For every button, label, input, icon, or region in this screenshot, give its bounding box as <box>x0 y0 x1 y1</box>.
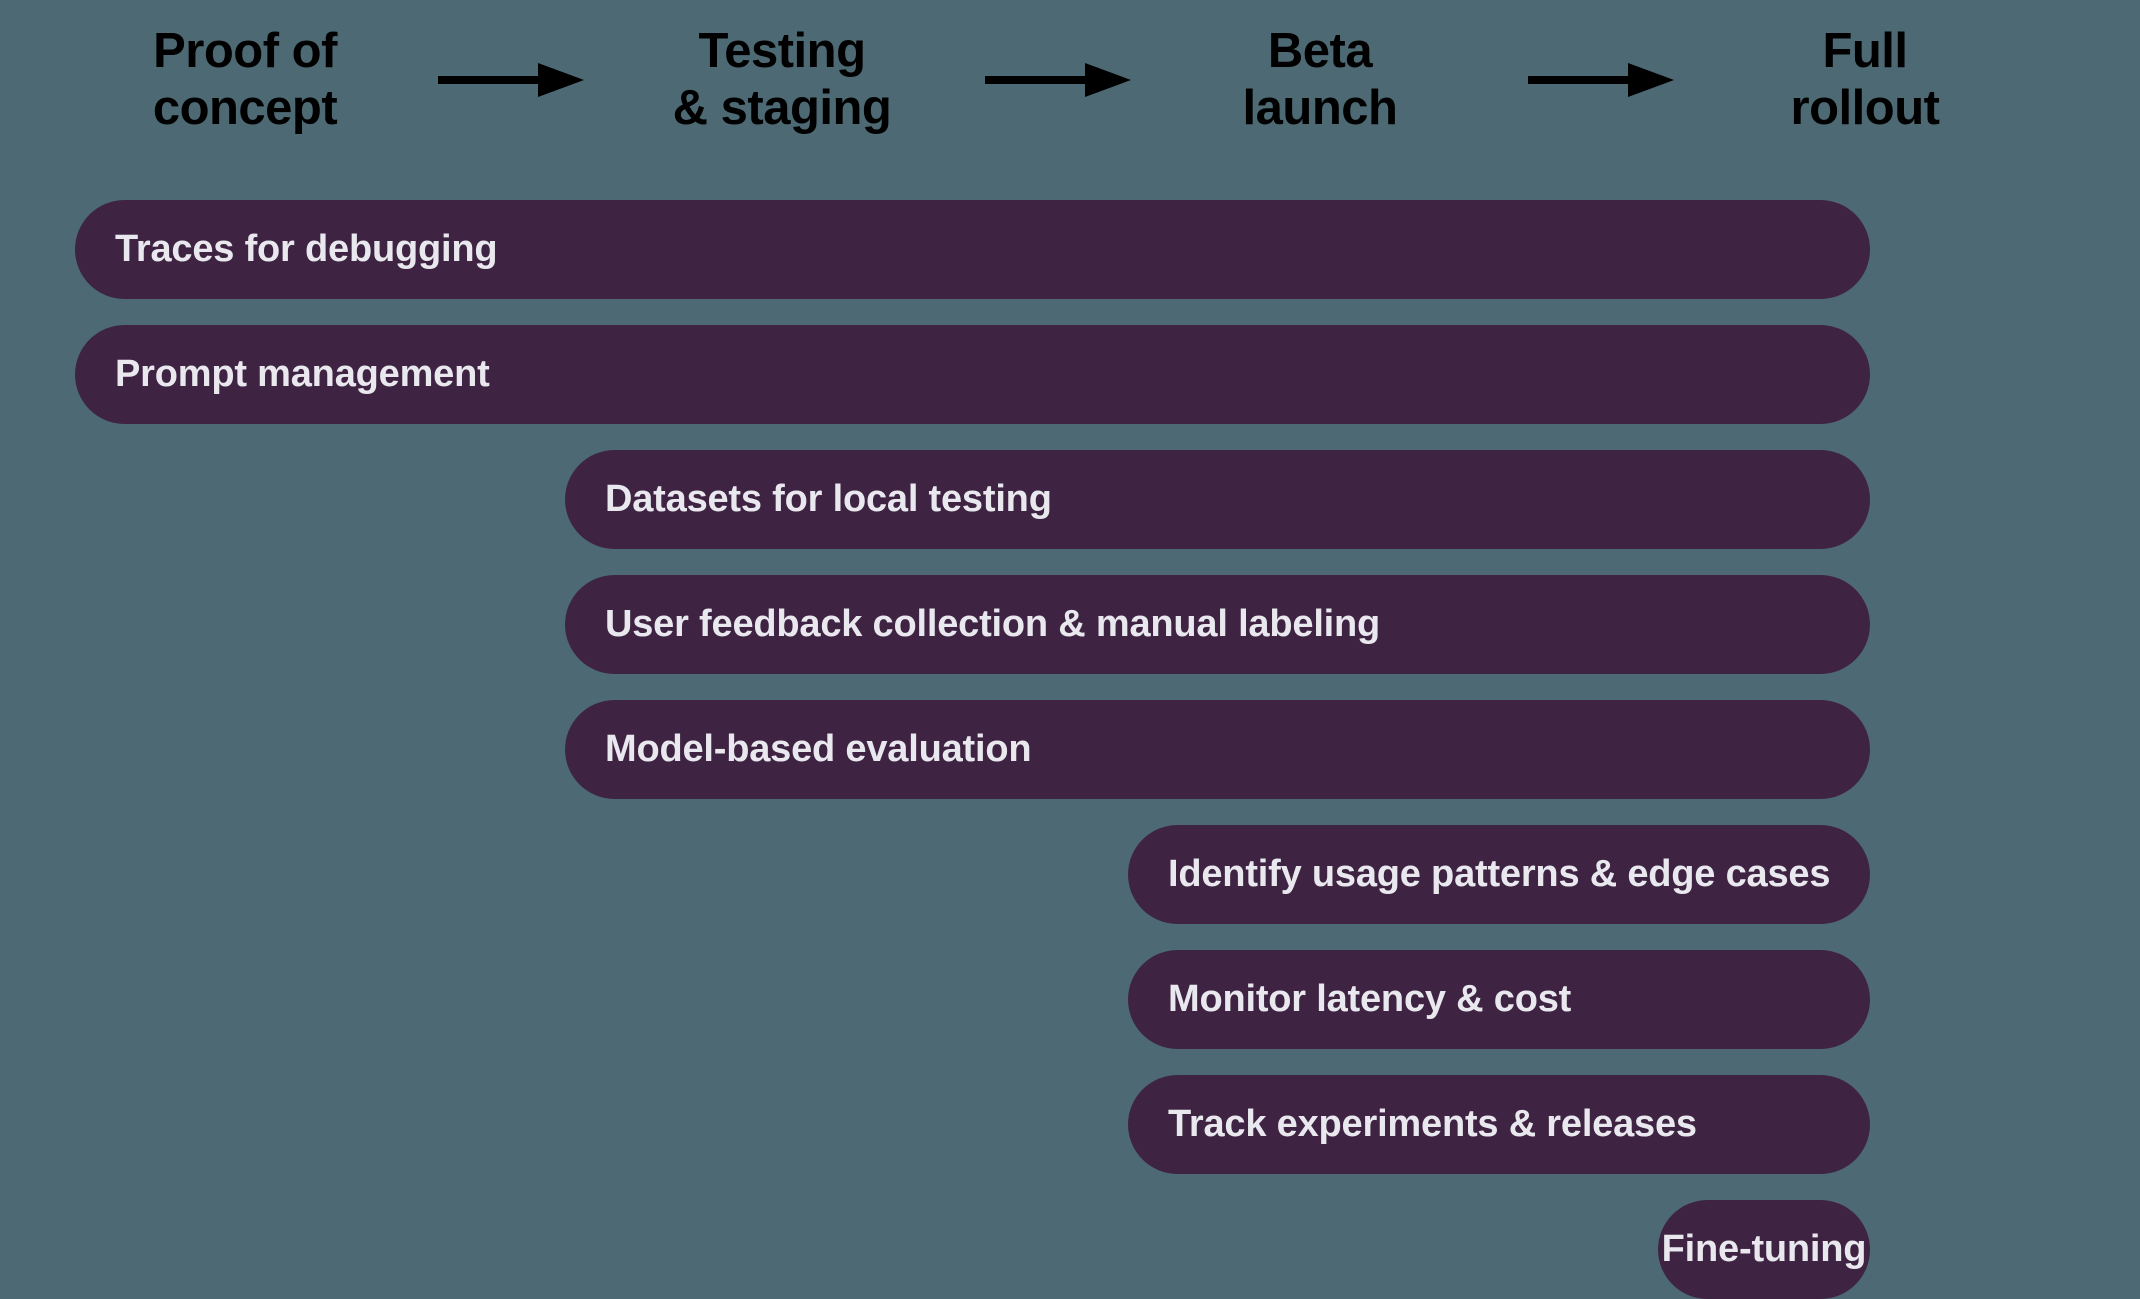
arrow-right-icon <box>438 63 584 97</box>
capability-bar-label: User feedback collection & manual labeli… <box>605 603 1381 645</box>
capability-bar[interactable]: Fine-tuning <box>1658 1200 1870 1299</box>
capability-bar[interactable]: Datasets for local testing <box>565 450 1870 549</box>
phase-label-proof-of-concept: Proof of concept <box>152 24 338 135</box>
capability-bar-label: Prompt management <box>115 353 490 395</box>
phase-header-row: Proof of concept Testing & staging Beta … <box>0 14 2140 146</box>
capability-bar[interactable]: Identify usage patterns & edge cases <box>1128 825 1870 924</box>
phase-label-testing-and-staging: Testing & staging <box>672 24 892 135</box>
capability-bar[interactable]: Prompt management <box>75 325 1870 424</box>
capability-bar-label: Identify usage patterns & edge cases <box>1168 853 1831 895</box>
capability-bar[interactable]: Traces for debugging <box>75 200 1870 299</box>
capability-bar-label: Model-based evaluation <box>605 728 1032 770</box>
capability-bar-label: Fine-tuning <box>1661 1228 1867 1270</box>
capability-bar-label: Traces for debugging <box>115 228 498 270</box>
arrow-right-icon <box>1528 63 1674 97</box>
phase-label-full-rollout: Full rollout <box>1790 24 1940 135</box>
capability-bar[interactable]: Monitor latency & cost <box>1128 950 1870 1049</box>
capability-bar-label: Track experiments & releases <box>1168 1103 1697 1145</box>
capability-bar[interactable]: User feedback collection & manual labeli… <box>565 575 1870 674</box>
arrow-right-icon <box>985 63 1131 97</box>
capability-bar-label: Datasets for local testing <box>605 478 1052 520</box>
diagram-canvas: Proof of concept Testing & staging Beta … <box>0 14 2140 1299</box>
phase-label-beta-launch: Beta launch <box>1242 24 1398 135</box>
capability-bar-label: Monitor latency & cost <box>1168 978 1572 1020</box>
capability-bar[interactable]: Track experiments & releases <box>1128 1075 1870 1174</box>
capability-bar[interactable]: Model-based evaluation <box>565 700 1870 799</box>
